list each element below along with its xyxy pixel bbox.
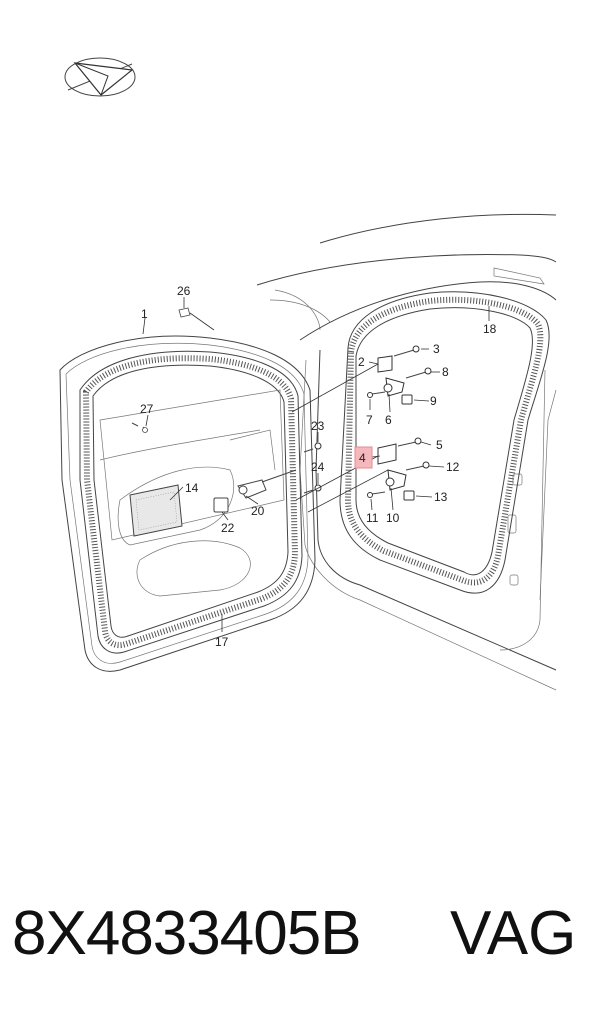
- direction-arrow-icon: [64, 57, 136, 97]
- callout-26: 26: [177, 284, 191, 298]
- upper-hinge: [367, 345, 432, 405]
- callout-3: 3: [433, 342, 440, 356]
- callout-22: 22: [221, 521, 235, 535]
- callout-9: 9: [430, 394, 437, 408]
- part-number: 8X4833405B: [12, 899, 362, 968]
- callout-2: 2: [358, 355, 365, 369]
- callout-labels: 1 26 27 14 22 20 17 23 24 18 2 3 8 9 6 7…: [140, 284, 497, 649]
- lower-hinge: [367, 437, 430, 501]
- callout-27: 27: [140, 402, 154, 416]
- door-assembly: [59, 307, 316, 672]
- callout-10: 10: [386, 511, 400, 525]
- highlight-box: [354, 446, 373, 469]
- footer: 8X4833405B VAG: [0, 888, 600, 988]
- callout-18: 18: [483, 322, 497, 336]
- callout-6: 6: [385, 413, 392, 427]
- callout-1: 1: [141, 307, 148, 321]
- callout-24: 24: [311, 460, 325, 474]
- callout-23: 23: [311, 419, 325, 433]
- leader-lines: [142, 297, 490, 632]
- callout-14: 14: [185, 481, 199, 495]
- callout-5: 5: [436, 438, 443, 452]
- callout-4: 4: [359, 451, 366, 465]
- callout-13: 13: [434, 490, 448, 504]
- car-body-outline: [256, 213, 557, 691]
- callout-11: 11: [366, 511, 379, 525]
- callout-20: 20: [251, 504, 265, 518]
- brand-label: VAG: [450, 899, 577, 968]
- callout-12: 12: [446, 460, 460, 474]
- callout-7: 7: [366, 413, 373, 427]
- callout-8: 8: [442, 365, 449, 379]
- body-opening-seal: [339, 291, 550, 594]
- callout-17: 17: [215, 635, 229, 649]
